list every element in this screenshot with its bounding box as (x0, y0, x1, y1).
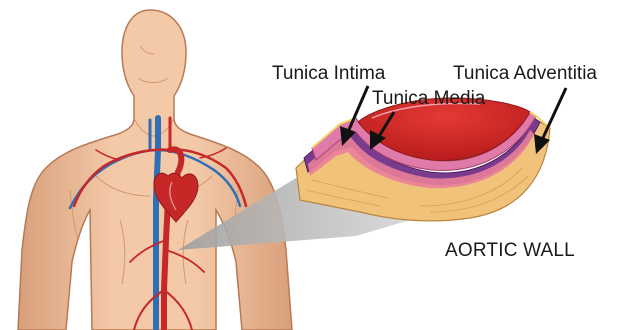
label-tunica-intima: Tunica Intima (272, 64, 385, 83)
human-torso-figure (18, 10, 292, 330)
label-tunica-adventitia: Tunica Adventitia (453, 64, 597, 83)
label-tunica-media: Tunica Media (372, 89, 485, 108)
label-aortic-wall: AORTIC WALL (445, 241, 575, 260)
aortic-wall-cross-section (296, 98, 550, 221)
